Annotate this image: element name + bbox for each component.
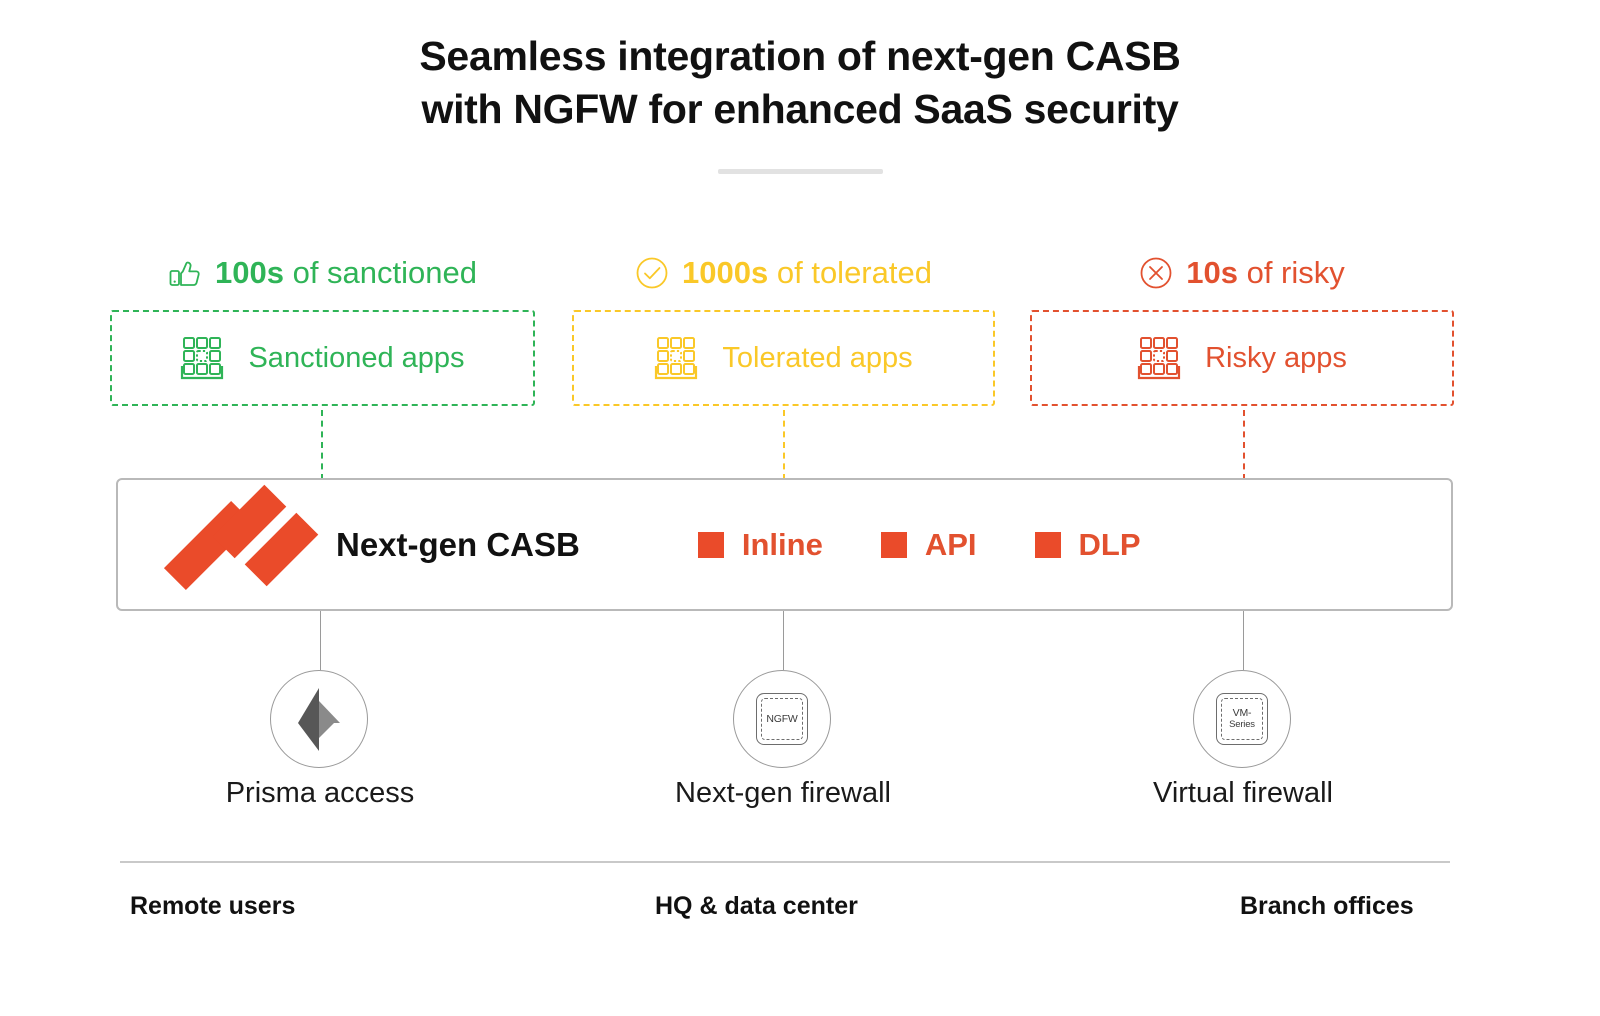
category-risky: 10s of risky Risky apps	[1030, 250, 1454, 406]
vm-series-icon: VM- Series	[1216, 693, 1268, 745]
category-sanctioned: 100s of sanctioned Sanctioned apps	[110, 250, 535, 406]
footer-divider	[120, 861, 1450, 863]
next-gen-firewall-label: Next-gen firewall	[675, 777, 891, 809]
app-grid-icon	[1137, 337, 1181, 380]
category-sanctioned-title: 100s of sanctioned	[215, 256, 477, 290]
stem-prisma-access	[320, 611, 321, 670]
category-tolerated: 1000s of tolerated Tolerated apps	[572, 250, 995, 406]
capability-api[interactable]: API	[880, 526, 977, 563]
category-risky-title: 10s of risky	[1186, 256, 1345, 290]
app-grid-icon	[655, 337, 698, 380]
capability-dlp[interactable]: DLP	[1034, 526, 1141, 563]
next-gen-casb-bar[interactable]: Next-gen CASB Inline API DLP	[116, 478, 1453, 611]
connector-sanctioned	[321, 410, 323, 480]
tolerated-apps-label: Tolerated apps	[722, 341, 913, 374]
capability-inline[interactable]: Inline	[697, 526, 823, 563]
check-circle-icon	[636, 257, 668, 289]
square-bullet-icon	[1034, 531, 1061, 558]
connector-risky	[1243, 410, 1245, 480]
palo-alto-networks-logo	[163, 484, 319, 590]
sanctioned-apps-box[interactable]: Sanctioned apps	[110, 310, 535, 406]
vm-series-text-line-2: Series	[1229, 719, 1255, 730]
square-bullet-icon	[880, 531, 907, 558]
vm-series-text-line-1: VM-	[1232, 707, 1252, 719]
capability-api-label: API	[924, 526, 977, 562]
tolerated-apps-box[interactable]: Tolerated apps	[572, 310, 995, 406]
virtual-firewall-label: Virtual firewall	[1153, 777, 1333, 809]
square-bullet-icon	[697, 531, 724, 558]
vm-series-text: VM- Series	[1229, 707, 1255, 731]
prisma-access-icon	[298, 688, 340, 751]
category-tolerated-suffix: of tolerated	[768, 255, 932, 290]
page-title-line-1: Seamless integration of next-gen CASB	[419, 33, 1181, 79]
page-title-line-2: with NGFW for enhanced SaaS security	[421, 86, 1179, 132]
casb-capabilities: Inline API DLP	[697, 526, 1141, 563]
risky-apps-box[interactable]: Risky apps	[1030, 310, 1454, 406]
app-grid-icon	[181, 337, 224, 380]
thumbs-up-icon	[169, 261, 200, 286]
category-sanctioned-count: 100s	[215, 255, 284, 290]
category-tolerated-count: 1000s	[682, 255, 769, 290]
stem-next-gen-firewall	[783, 611, 784, 670]
virtual-firewall-node[interactable]: VM- Series	[1193, 670, 1291, 768]
ngfw-appliance-icon: NGFW	[756, 693, 808, 745]
category-risky-header: 10s of risky	[1030, 250, 1454, 296]
footer-label-branch-offices: Branch offices	[1240, 892, 1414, 920]
x-circle-icon	[1140, 257, 1172, 289]
category-sanctioned-header: 100s of sanctioned	[110, 250, 535, 296]
prisma-access-label: Prisma access	[225, 777, 415, 809]
category-sanctioned-suffix: of sanctioned	[283, 255, 477, 290]
footer-label-hq-data-center: HQ & data center	[655, 892, 858, 920]
footer-label-remote-users: Remote users	[130, 892, 296, 920]
risky-apps-label: Risky apps	[1205, 341, 1347, 374]
category-risky-suffix: of risky	[1237, 255, 1345, 290]
connector-tolerated	[783, 410, 785, 480]
casb-title: Next-gen CASB	[336, 525, 580, 563]
prisma-access-node[interactable]	[270, 670, 368, 768]
stem-virtual-firewall	[1243, 611, 1244, 670]
category-risky-count: 10s	[1186, 255, 1238, 290]
capability-dlp-label: DLP	[1078, 526, 1141, 562]
page-title: Seamless integration of next-gen CASB wi…	[0, 30, 1600, 174]
category-tolerated-header: 1000s of tolerated	[572, 250, 995, 296]
capability-inline-label: Inline	[741, 526, 823, 562]
ngfw-appliance-text: NGFW	[766, 712, 798, 725]
title-divider	[717, 169, 883, 174]
sanctioned-apps-label: Sanctioned apps	[248, 341, 465, 374]
category-tolerated-title: 1000s of tolerated	[682, 256, 932, 290]
next-gen-firewall-node[interactable]: NGFW	[733, 670, 831, 768]
